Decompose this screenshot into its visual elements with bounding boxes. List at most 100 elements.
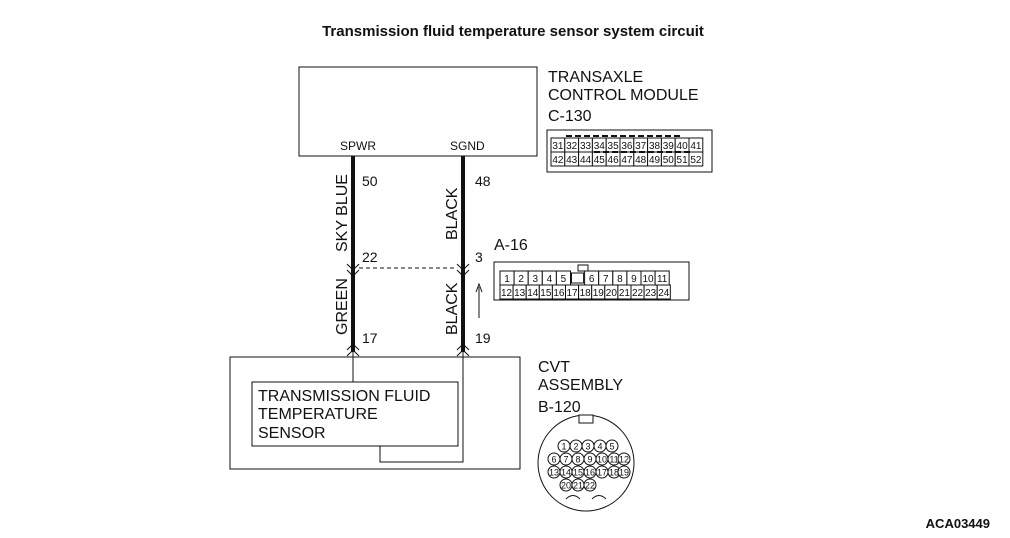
a16-pin-23: 23	[645, 288, 657, 299]
diagram-title: Transmission fluid temperature sensor sy…	[322, 23, 704, 40]
wire-color-sky-blue: SKY BLUE	[334, 174, 351, 252]
a16-pin-4: 4	[547, 274, 553, 285]
c130-pin-37: 37	[635, 141, 647, 152]
sensor-box	[251, 381, 459, 447]
b120-pin-circle	[605, 439, 619, 453]
b120-pin-14: 14	[561, 468, 571, 478]
a16-pin-7: 7	[603, 274, 609, 285]
a16-pin-21: 21	[619, 288, 631, 299]
a16-pin-5: 5	[561, 274, 567, 285]
tcm-name-line2: CONTROL MODULE	[548, 87, 699, 104]
b120-pin-8: 8	[575, 455, 580, 465]
b120-pin-2: 2	[573, 442, 578, 452]
c130-pin-33: 33	[580, 141, 592, 152]
view-direction-arrow	[475, 282, 483, 318]
c130-pin-45: 45	[594, 155, 606, 166]
sensor-label-line2: TEMPERATURE	[258, 406, 378, 423]
tcm-spwr-label: SPWR	[340, 139, 376, 153]
pin-19: 19	[475, 330, 491, 346]
b120-pin-20: 20	[561, 481, 571, 491]
b120-pin-4: 4	[597, 442, 602, 452]
c130-pin-36: 36	[621, 141, 633, 152]
a16-pin-20: 20	[606, 288, 618, 299]
b120-pin-16: 16	[585, 468, 595, 478]
wire-color-green: GREEN	[334, 278, 351, 335]
a16-pin-3: 3	[532, 274, 538, 285]
b120-pin-15: 15	[573, 468, 583, 478]
b120-pin-22: 22	[585, 481, 595, 491]
a16-pin-19: 19	[593, 288, 605, 299]
figure-id: ACA03449	[926, 516, 990, 531]
b120-pin-circle	[583, 478, 597, 492]
c130-pin-34: 34	[594, 141, 606, 152]
c130-pin-48: 48	[635, 155, 647, 166]
c130-pin-31: 31	[552, 141, 564, 152]
tcm-box	[298, 66, 538, 157]
a16-connector-label: A-16	[494, 237, 528, 254]
b120-pin-6: 6	[551, 455, 556, 465]
c130-pin-32: 32	[566, 141, 578, 152]
c130-pin-50: 50	[663, 155, 675, 166]
b120-pin-9: 9	[587, 455, 592, 465]
a16-pin-1: 1	[504, 274, 510, 285]
c130-pin-47: 47	[621, 155, 633, 166]
b120-pin-1: 1	[561, 442, 566, 452]
b120-pin-7: 7	[563, 455, 568, 465]
c130-pin-35: 35	[608, 141, 620, 152]
a16-pin-6: 6	[589, 274, 595, 285]
b120-pin-19: 19	[619, 468, 629, 478]
a16-pin-16: 16	[553, 288, 565, 299]
c130-pin-44: 44	[580, 155, 592, 166]
b120-pin-11: 11	[609, 455, 618, 465]
b120-pin-3: 3	[585, 442, 590, 452]
tcm-sgnd-label: SGND	[450, 139, 485, 153]
a16-pin-2: 2	[518, 274, 524, 285]
cvt-name-line1: CVT	[538, 359, 570, 376]
a16-pin-17: 17	[566, 288, 578, 299]
wire-color-black-lower: BLACK	[444, 282, 461, 335]
pin-48: 48	[475, 173, 491, 189]
b120-pin-17: 17	[597, 468, 607, 478]
b120-pin-18: 18	[609, 468, 619, 478]
sensor-lead-right	[379, 352, 464, 463]
b120-pin-10: 10	[597, 455, 607, 465]
a16-pin-10: 10	[642, 274, 654, 285]
c130-pin-49: 49	[649, 155, 661, 166]
b120-pin-circle	[617, 452, 631, 466]
b120-pin-13: 13	[549, 468, 559, 478]
wire-color-black-upper: BLACK	[444, 187, 461, 240]
c130-pin-40: 40	[677, 141, 689, 152]
c130-pin-42: 42	[552, 155, 564, 166]
a16-pin-18: 18	[580, 288, 592, 299]
pin-22: 22	[362, 249, 378, 265]
b120-pin-21: 21	[573, 481, 583, 491]
a16-pin-14: 14	[527, 288, 539, 299]
pin-17: 17	[362, 330, 378, 346]
b120-pin-5: 5	[609, 442, 614, 452]
c130-pin-41: 41	[690, 141, 702, 152]
sensor-label-line3: SENSOR	[258, 425, 326, 442]
a16-pin-9: 9	[631, 274, 637, 285]
c130-pin-39: 39	[663, 141, 675, 152]
joint-arrows-lower	[346, 343, 470, 357]
c130-pin-52: 52	[690, 155, 702, 166]
cvt-connector-label: B-120	[538, 399, 581, 416]
a16-pin-15: 15	[540, 288, 552, 299]
a16-pin-22: 22	[632, 288, 644, 299]
b120-pin-12: 12	[619, 455, 629, 465]
c130-pin-51: 51	[677, 155, 689, 166]
a16-pin-11: 11	[657, 274, 668, 285]
a16-pin-24: 24	[658, 288, 670, 299]
cvt-name-line2: ASSEMBLY	[538, 377, 623, 394]
pin-3: 3	[475, 249, 483, 265]
tcm-name-line1: TRANSAXLE	[548, 69, 643, 86]
a16-pin-12: 12	[501, 288, 513, 299]
tcm-connector-label: C-130	[548, 108, 592, 125]
c130-pin-46: 46	[608, 155, 620, 166]
sensor-label-line1: TRANSMISSION FLUID	[258, 388, 430, 405]
c130-pin-38: 38	[649, 141, 661, 152]
